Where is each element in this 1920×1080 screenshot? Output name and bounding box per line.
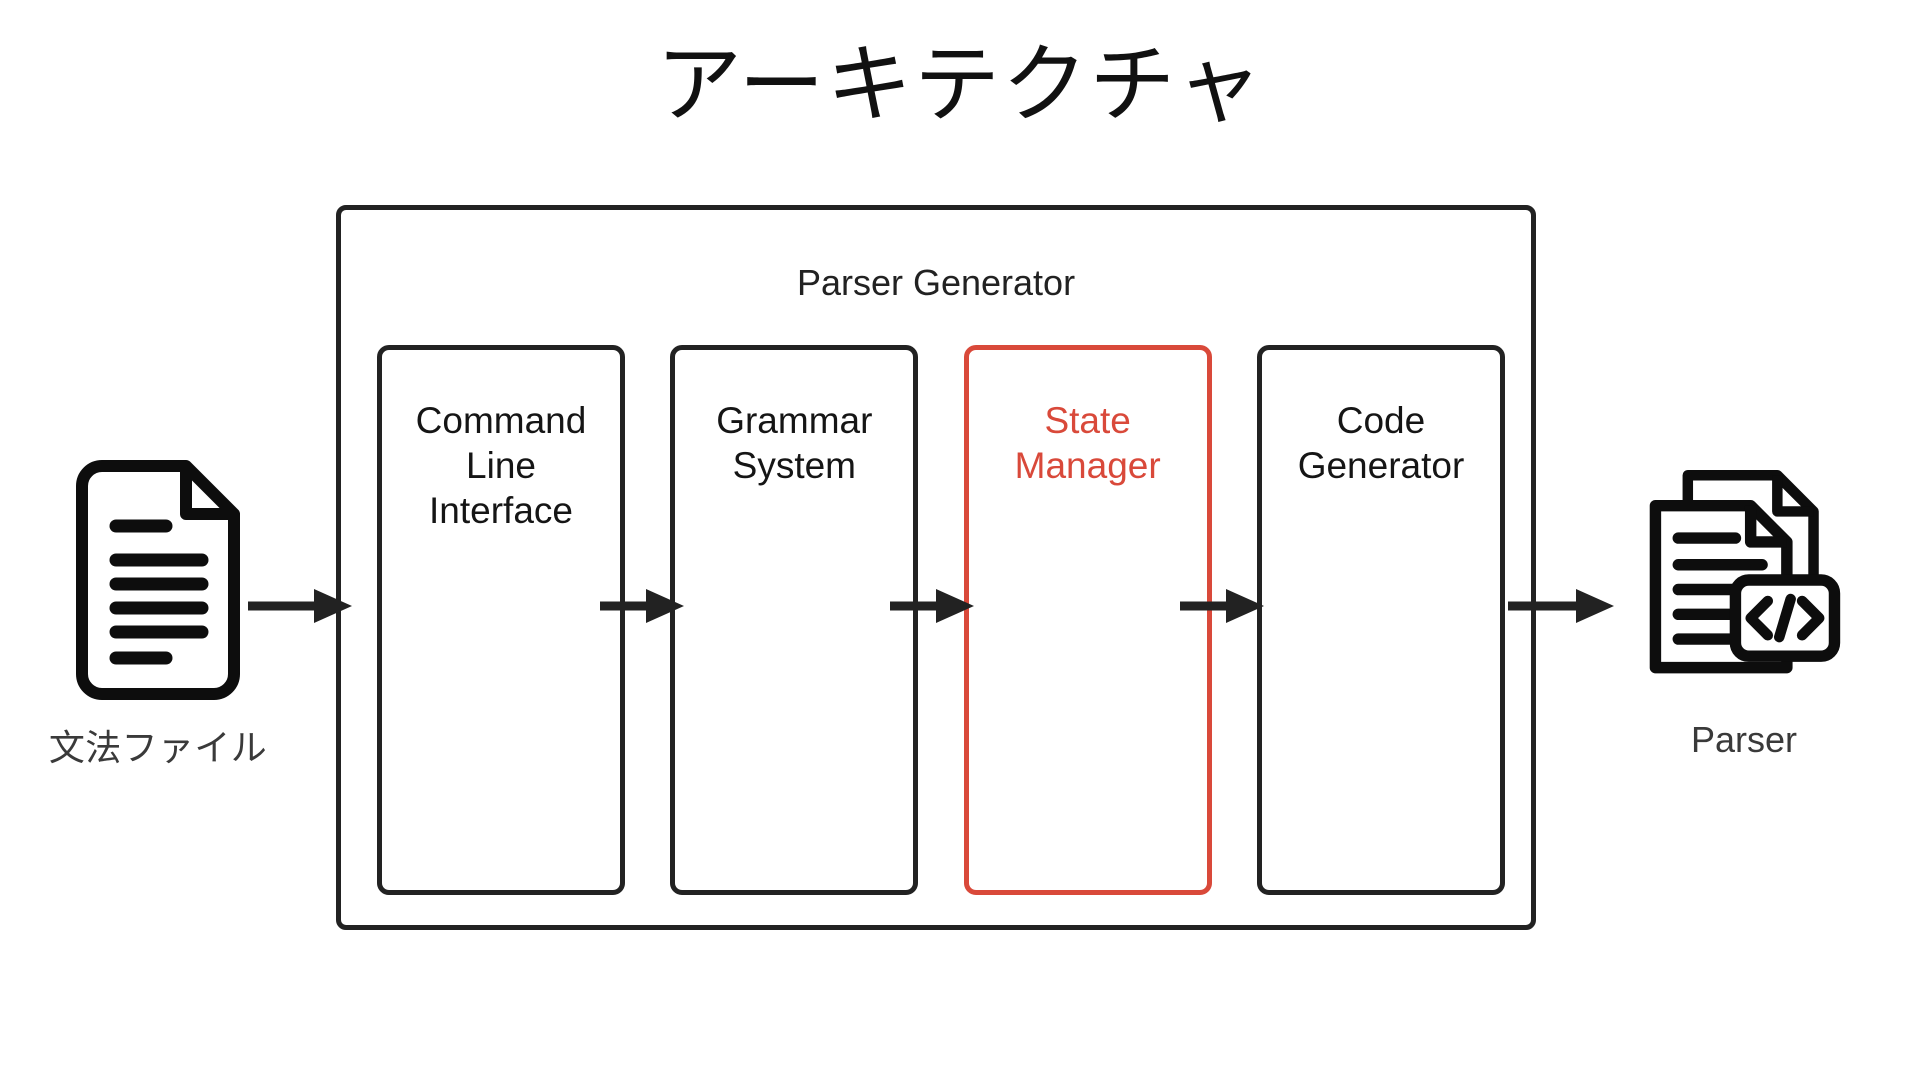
endpoint-parser[interactable]: Parser <box>1614 455 1874 761</box>
stage-box-grammar-system[interactable]: Grammar System <box>670 345 919 895</box>
stage-row: Command Line Interface Grammar System St… <box>377 345 1505 895</box>
stage-label-command-line-interface: Command Line Interface <box>415 400 587 532</box>
parser-generator-label: Parser Generator <box>796 262 1076 303</box>
stage-box-state-manager[interactable]: State Manager <box>963 345 1212 895</box>
page-title: アーキテクチャ <box>655 37 1265 133</box>
parser-generator-container: Parser Generator Command Line Interface … <box>336 205 1536 930</box>
stage-box-code-generator[interactable]: Code Generator <box>1256 345 1505 895</box>
stage-label-grammar-system: Grammar System <box>716 400 873 487</box>
endpoint-grammar-file[interactable]: 文法ファイル <box>28 455 288 771</box>
document-lines-icon <box>58 455 258 705</box>
endpoint-label-parser: Parser <box>1690 719 1798 760</box>
stage-box-command-line-interface[interactable]: Command Line Interface <box>377 345 625 895</box>
endpoint-label-grammar-file: 文法ファイル <box>48 727 268 768</box>
stage-label-state-manager: State Manager <box>1014 400 1161 487</box>
code-documents-icon <box>1644 455 1844 705</box>
stage-label-code-generator: Code Generator <box>1297 400 1465 487</box>
